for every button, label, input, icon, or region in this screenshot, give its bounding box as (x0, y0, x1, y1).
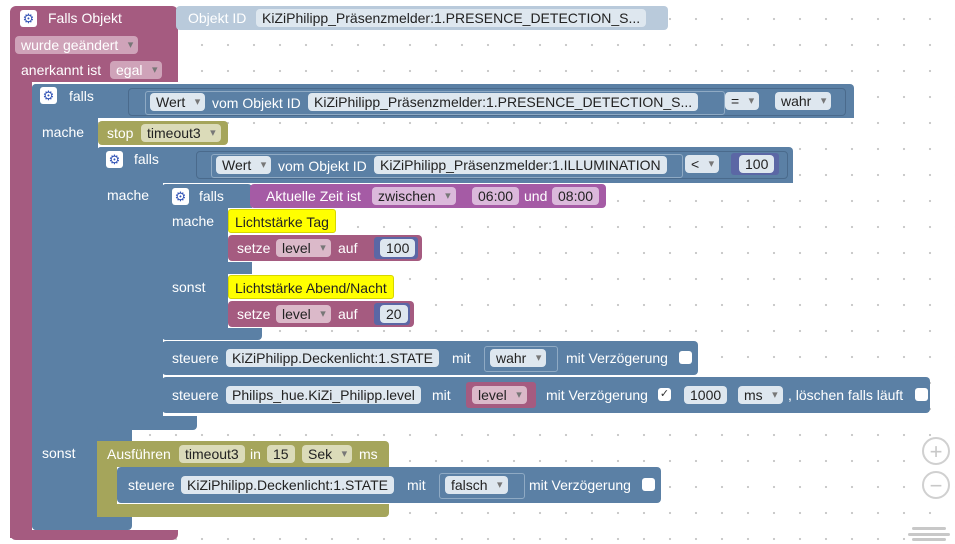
vom-objekt-label: vom Objekt ID (212, 95, 301, 111)
gear-icon[interactable]: ⚙ (172, 188, 189, 205)
end-time-field[interactable]: 08:00 (552, 187, 600, 205)
gear-icon[interactable]: ⚙ (20, 10, 37, 27)
value-dropdown[interactable]: wahr (490, 349, 547, 367)
acknowledged-label: anerkannt ist (21, 62, 102, 78)
in-label: in (250, 446, 261, 462)
condition-block-illumination[interactable]: Wert vom Objekt ID KiZiPhilipp_Präsenzme… (196, 151, 788, 179)
compare-value-dropdown[interactable]: wahr (775, 92, 832, 110)
operator-dropdown[interactable]: = (725, 92, 760, 110)
mit-label: mit (407, 477, 426, 493)
event-label: Falls Objekt (48, 10, 122, 26)
value-dropdown[interactable]: level (472, 386, 527, 404)
control-block-light-on[interactable]: steuere KiZiPhilipp.Deckenlicht:1.STATE … (162, 341, 698, 375)
if-mache-label: mache (107, 187, 150, 203)
day-value-field[interactable]: 100 (380, 239, 416, 257)
auf-label: auf (338, 240, 358, 256)
delay-value-field[interactable]: 1000 (684, 386, 728, 404)
value-block[interactable]: Wert vom Objekt ID KiZiPhilipp_Präsenzme… (211, 154, 683, 178)
event-object-id-block[interactable]: Objekt ID KiZiPhilipp_Präsenzmelder:1.PR… (176, 6, 668, 30)
gear-icon[interactable]: ⚙ (106, 151, 123, 168)
und-label: und (524, 188, 548, 204)
mit-label: mit (452, 350, 471, 366)
stop-label: stop (107, 125, 134, 141)
delay-unit-dropdown[interactable]: ms (738, 386, 783, 404)
steuere-label: steuere (172, 350, 219, 366)
condition-block-presence[interactable]: Wert vom Objekt ID KiZiPhilipp_Präsenzme… (128, 88, 846, 116)
time-mode-dropdown[interactable]: zwischen (372, 187, 456, 205)
control-block-light-off[interactable]: steuere KiZiPhilipp.Deckenlicht:1.STATE … (117, 467, 661, 503)
zoom-out-button[interactable]: − (922, 471, 950, 499)
setze-label: setze (237, 306, 271, 322)
object-id-field[interactable]: KiZiPhilipp.Deckenlicht:1.STATE (181, 476, 394, 494)
delay-label: mit Verzögerung (566, 350, 668, 366)
set-variable-night[interactable]: setze level auf 20 (228, 301, 414, 327)
object-id-field[interactable]: KiZiPhilipp_Präsenzmelder:1.PRESENCE_DET… (308, 93, 699, 111)
set-variable-day[interactable]: setze level auf 100 (228, 235, 422, 261)
delay-checkbox-checked[interactable]: ✓ (658, 388, 671, 401)
timer-name-field[interactable]: timeout3 (179, 445, 245, 463)
duration-field[interactable]: 15 (267, 445, 295, 463)
mit-label: mit (432, 387, 451, 403)
ausfuehren-label: Ausführen (107, 446, 171, 462)
value-block[interactable]: Wert vom Objekt ID KiZiPhilipp_Präsenzme… (145, 91, 725, 115)
clear-checkbox[interactable] (915, 388, 928, 401)
object-id-field[interactable]: Philips_hue.KiZi_Philipp.level (226, 386, 421, 404)
steuere-label: steuere (128, 477, 175, 493)
night-value-field[interactable]: 20 (380, 305, 408, 323)
variable-dropdown[interactable]: level (276, 305, 331, 323)
value-dropdown[interactable]: Wert (150, 93, 206, 111)
compare-value-field[interactable]: 100 (739, 155, 775, 173)
gear-icon[interactable]: ⚙ (40, 87, 57, 104)
value-dropdown[interactable]: Wert (216, 156, 272, 174)
object-id-field[interactable]: KiZiPhilipp_Präsenzmelder:1.ILLUMINATION (374, 156, 667, 174)
object-id-field[interactable]: KiZiPhilipp.Deckenlicht:1.STATE (226, 349, 439, 367)
acknowledged-dropdown[interactable]: egal (110, 61, 163, 79)
value-dropdown[interactable]: falsch (445, 476, 508, 494)
duration-unit-dropdown[interactable]: Sek (302, 445, 353, 463)
time-condition-block[interactable]: Aktuelle Zeit ist zwischen 06:00 und 08:… (250, 184, 606, 208)
if-sonst-label: sonst (42, 445, 76, 461)
zoom-in-button[interactable]: + (922, 437, 950, 465)
changed-dropdown[interactable]: wurde geändert (15, 36, 139, 54)
stop-timer-block[interactable]: stop timeout3 (98, 121, 228, 145)
event-object-id-field[interactable]: KiZiPhilipp_Präsenzmelder:1.PRESENCE_DET… (256, 9, 647, 27)
if-falls-label: falls (134, 151, 159, 167)
steuere-label: steuere (172, 387, 219, 403)
comment-night[interactable]: Lichtstärke Abend/Nacht (228, 275, 394, 299)
operator-dropdown[interactable]: < (685, 155, 720, 173)
if-sonst-label: sonst (172, 279, 206, 295)
setze-label: setze (237, 240, 271, 256)
variable-dropdown[interactable]: level (276, 239, 331, 257)
trash-icon[interactable] (908, 525, 950, 541)
time-label: Aktuelle Zeit ist (266, 188, 361, 204)
delay-label: mit Verzögerung (546, 387, 648, 403)
delay-checkbox[interactable] (679, 351, 692, 364)
vom-objekt-label: vom Objekt ID (278, 158, 367, 174)
timer-name-dropdown[interactable]: timeout3 (141, 124, 221, 142)
auf-label: auf (338, 306, 358, 322)
comment-day[interactable]: Lichtstärke Tag (228, 209, 336, 233)
object-id-label: Objekt ID (188, 10, 247, 26)
if-falls-label: falls (69, 88, 94, 104)
if-falls-label: falls (199, 188, 224, 204)
if-mache-label: mache (42, 124, 85, 140)
delay-checkbox[interactable] (642, 478, 655, 491)
clear-label: , löschen falls läuft (788, 387, 904, 403)
delay-label: mit Verzögerung (529, 477, 631, 493)
ms-label: ms (359, 446, 378, 462)
control-block-hue-level[interactable]: steuere Philips_hue.KiZi_Philipp.level m… (162, 377, 930, 413)
start-time-field[interactable]: 06:00 (472, 187, 520, 205)
if-mache-label: mache (172, 213, 215, 229)
